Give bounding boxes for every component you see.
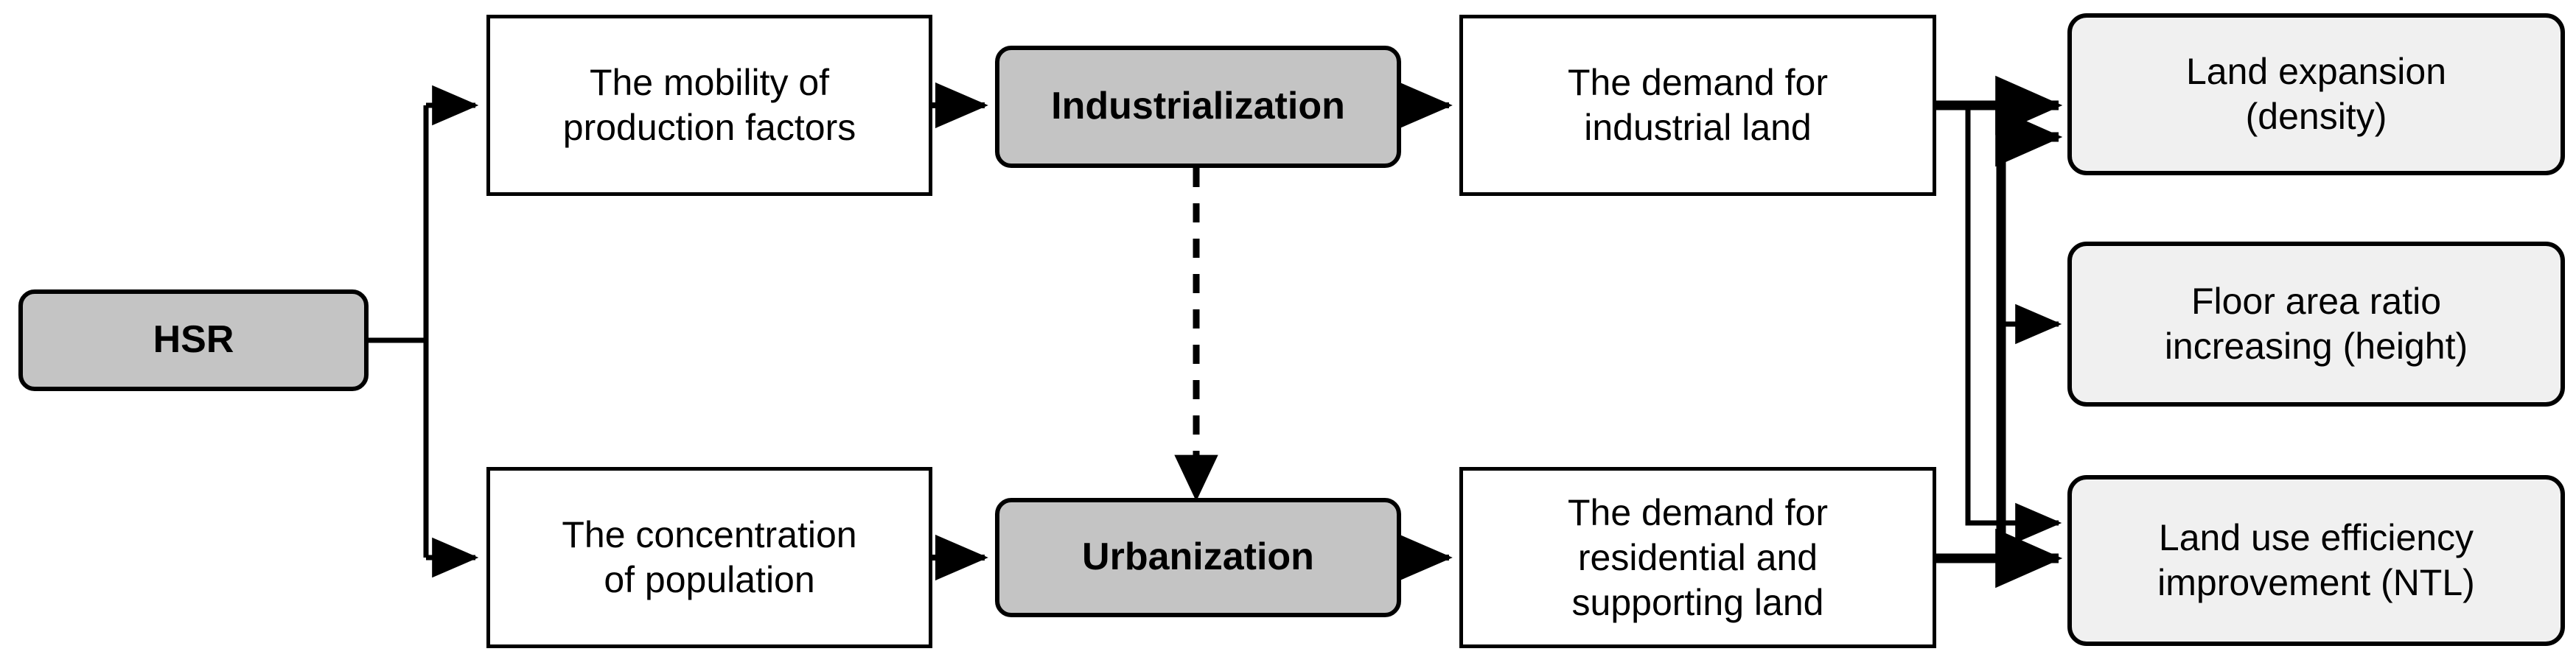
node-land-use-efficiency-ntl[interactable]: Land use efficiency improvement (NTL) xyxy=(2067,475,2565,646)
node-industrial-land-label: The demand for industrial land xyxy=(1560,60,1835,150)
node-mobility-label: The mobility of production factors xyxy=(556,60,863,150)
node-industrialization[interactable]: Industrialization xyxy=(995,46,1401,168)
node-mobility-line-1: The mobility of xyxy=(589,62,830,103)
node-mobility-line-2: production factors xyxy=(562,107,856,148)
node-residential-land-label: The demand for residential and supportin… xyxy=(1560,491,1835,625)
node-demand-for-industrial-land[interactable]: The demand for industrial land xyxy=(1459,15,1936,196)
node-land-use-efficiency-line-2: improvement (NTL) xyxy=(2157,562,2475,603)
node-residential-land-line-2: residential and xyxy=(1577,536,1818,578)
node-land-expansion-label: Land expansion (density) xyxy=(2179,49,2454,139)
node-floor-area-ratio-height[interactable]: Floor area ratio increasing (height) xyxy=(2067,242,2565,407)
node-floor-area-ratio-line-2: increasing (height) xyxy=(2164,326,2468,367)
node-land-expansion-line-1: Land expansion xyxy=(2185,51,2447,92)
node-residential-land-line-3: supporting land xyxy=(1571,581,1824,623)
edge-industrial-land-to-land-use-efficiency xyxy=(1965,108,2062,544)
node-hsr[interactable]: HSR xyxy=(18,289,369,391)
node-concentration-label: The concentration of population xyxy=(554,513,864,603)
node-industrial-land-line-1: The demand for xyxy=(1568,62,1828,103)
node-land-expansion-density[interactable]: Land expansion (density) xyxy=(2067,13,2565,175)
node-hsr-label: HSR xyxy=(153,318,234,362)
node-residential-land-line-1: The demand for xyxy=(1568,491,1828,533)
node-urbanization[interactable]: Urbanization xyxy=(995,498,1401,617)
node-land-use-efficiency-line-1: Land use efficiency xyxy=(2158,517,2474,558)
node-industrial-land-line-2: industrial land xyxy=(1584,107,1812,148)
node-industrialization-label: Industrialization xyxy=(1051,85,1345,128)
edge-hsr-split xyxy=(369,105,429,558)
node-concentration-line-1: The concentration xyxy=(562,514,857,555)
node-urbanization-label: Urbanization xyxy=(1082,535,1314,579)
node-land-use-efficiency-label: Land use efficiency improvement (NTL) xyxy=(2150,516,2482,605)
edge-residential-riser xyxy=(1995,107,2063,558)
node-concentration-of-population[interactable]: The concentration of population xyxy=(486,467,932,648)
node-floor-area-ratio-line-1: Floor area ratio xyxy=(2191,281,2442,322)
node-demand-for-residential-land[interactable]: The demand for residential and supportin… xyxy=(1459,467,1936,648)
node-mobility-of-production-factors[interactable]: The mobility of production factors xyxy=(486,15,932,196)
node-floor-area-ratio-label: Floor area ratio increasing (height) xyxy=(2157,279,2475,369)
node-land-expansion-line-2: (density) xyxy=(2245,96,2387,137)
node-concentration-line-2: of population xyxy=(604,559,815,600)
